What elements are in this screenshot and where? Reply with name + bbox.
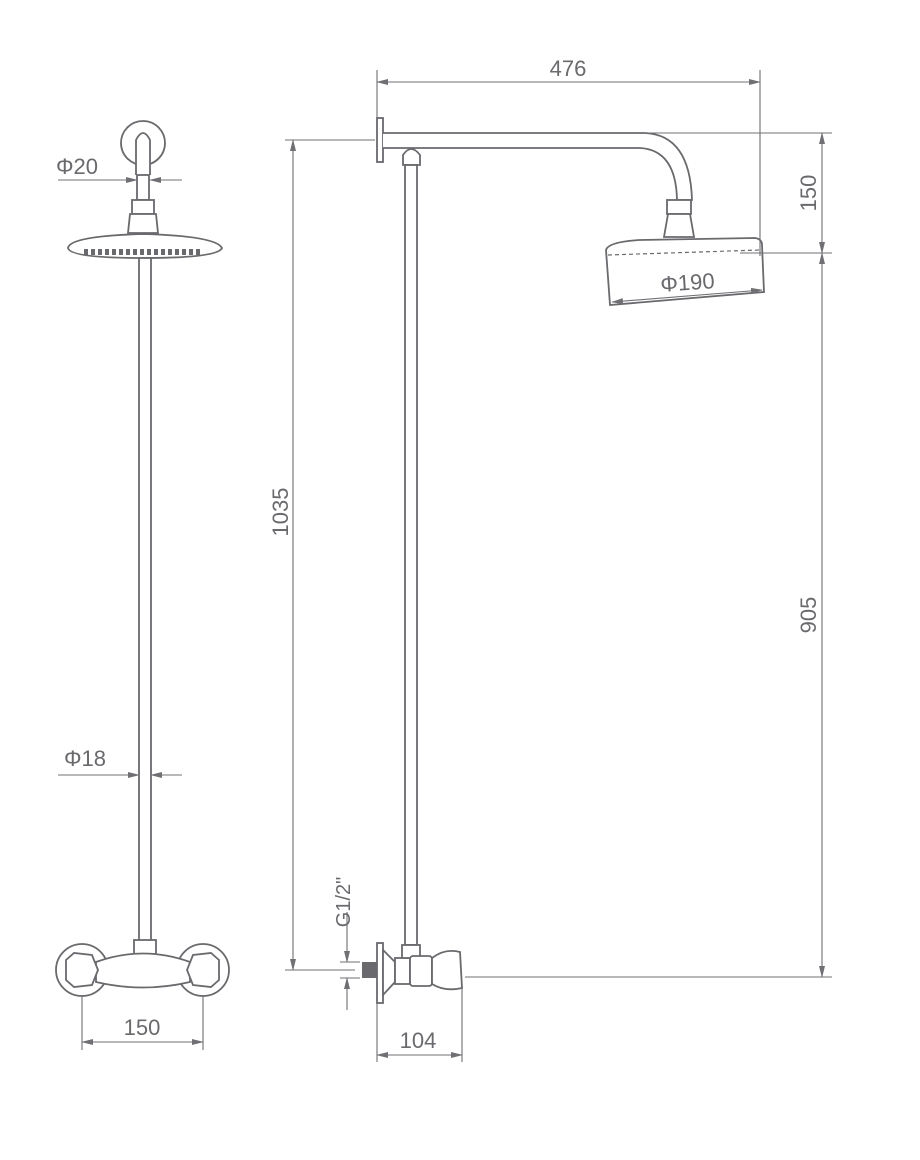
wall-flange: [376, 117, 384, 163]
side-head-swivel: [662, 213, 696, 238]
riser-top-nut: [402, 148, 421, 166]
dim-label-104: 104: [400, 1028, 437, 1053]
dim-label-phi20: Φ20: [56, 154, 98, 179]
dim-label-150-drop: 150: [796, 175, 821, 212]
valve-nut: [394, 957, 411, 985]
inlet-thread: [362, 962, 377, 978]
dim-label-905: 905: [796, 597, 821, 634]
dim-label-150-centers: 150: [124, 1015, 161, 1040]
side-view: 476 150 905 1035 Φ190 G1/2" 104: [268, 56, 832, 1062]
valve-cone: [382, 947, 396, 998]
dim-label-g12: G1/2": [333, 877, 355, 927]
dim-label-phi18: Φ18: [64, 746, 106, 771]
head-nut: [131, 199, 155, 215]
dim-label-phi190: Φ190: [660, 268, 716, 297]
drawing-line: [607, 249, 761, 256]
dim-label-476: 476: [550, 56, 587, 81]
valve-handle: [431, 949, 463, 991]
mixer-body: [95, 952, 191, 989]
dim-label-1035: 1035: [268, 488, 293, 537]
right-handle: [186, 952, 220, 988]
top-pipe: [136, 174, 150, 201]
riser-pipe: [138, 257, 152, 944]
riser-nut: [133, 939, 157, 955]
shower-arm: [383, 132, 693, 201]
head-swivel: [127, 213, 159, 234]
valve-body: [409, 955, 433, 987]
side-riser-pipe: [404, 164, 418, 946]
side-head-nut: [666, 199, 692, 215]
elbow-pipe: [135, 132, 151, 175]
dim-phi190-line: [611, 287, 763, 305]
front-view: Φ20 Φ18 150: [55, 120, 230, 1050]
left-handle: [65, 952, 99, 988]
